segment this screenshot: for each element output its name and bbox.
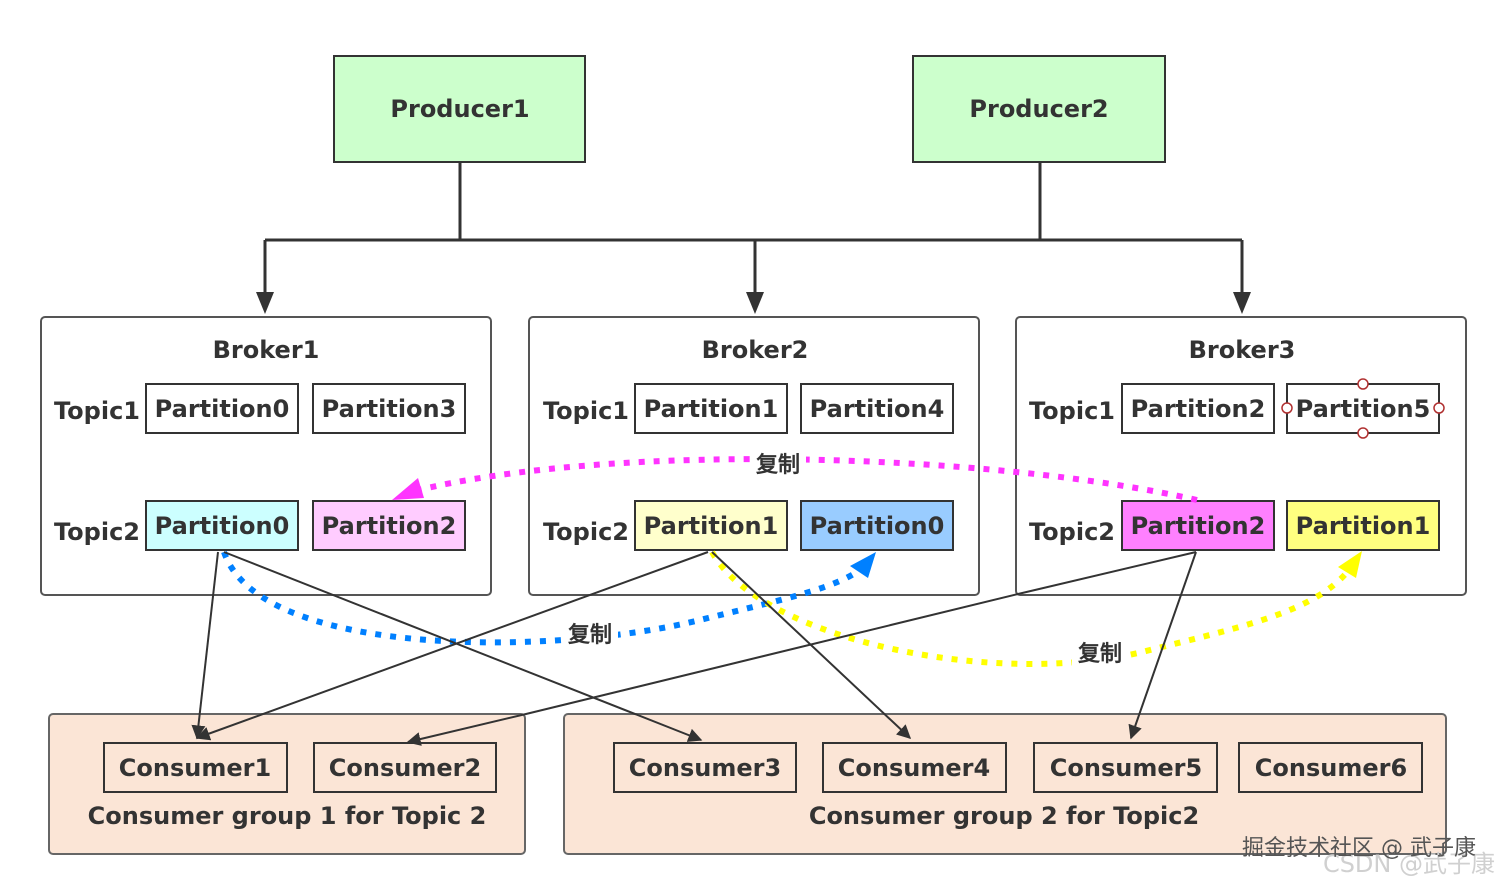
replication-arc-yellow	[709, 550, 1362, 667]
broker-1-topic2-partition2: Partition2	[322, 512, 457, 540]
broker-2-topic1-label: Topic1	[543, 397, 629, 425]
consumer-connections	[191, 551, 1197, 746]
consumer-3-label: Consumer3	[629, 754, 781, 782]
broker-2-label: Broker2	[702, 336, 809, 364]
replication-label-1: 复制	[755, 452, 800, 478]
broker-3: Broker3 Topic1 Topic2 Partition2 Partiti…	[1015, 316, 1467, 596]
consumer-group-2-label: Consumer group 2 for Topic2	[809, 802, 1199, 830]
replication-arc-blue	[221, 551, 876, 646]
broker-3-topic1-label: Topic1	[1029, 397, 1115, 425]
broker-1-topic1-label: Topic1	[54, 397, 140, 425]
replication-labels: 复制 复制 复制	[562, 448, 1128, 667]
broker-2-topic2-partition1: Partition1	[644, 512, 779, 540]
broker-1: Broker1 Topic1 Topic2 Partition0 Partiti…	[40, 316, 492, 596]
broker-2-topic2-partition0: Partition0	[810, 512, 945, 540]
broker-1-topic2-label: Topic2	[54, 518, 140, 546]
broker-3-topic2-partition1: Partition1	[1296, 512, 1431, 540]
consumer-1-label: Consumer1	[119, 754, 271, 782]
replication-label-3: 复制	[1077, 641, 1122, 667]
broker-1-topic1-partition0: Partition0	[155, 395, 290, 423]
consumer-group-1: Consumer1 Consumer2 Consumer group 1 for…	[48, 713, 526, 855]
consumer-group-2: Consumer3 Consumer4 Consumer5 Consumer6 …	[563, 713, 1447, 855]
consumer-2-label: Consumer2	[329, 754, 481, 782]
producer-1-label: Producer1	[390, 95, 529, 123]
producer-arrowheads	[256, 292, 1251, 314]
watermark-main: 掘金技术社区 @ 武子康	[1242, 836, 1476, 861]
replication-label-2: 复制	[567, 622, 612, 648]
broker-1-label: Broker1	[213, 336, 320, 364]
broker-3-topic1-partition5: Partition5	[1296, 395, 1431, 423]
consumer-group-1-label: Consumer group 1 for Topic 2	[88, 802, 487, 830]
producer-2: Producer2	[912, 55, 1166, 163]
consumer-5-label: Consumer5	[1050, 754, 1202, 782]
broker-2-topic2-label: Topic2	[543, 518, 629, 546]
broker-3-topic2-partition2: Partition2	[1131, 512, 1266, 540]
consumer-4-label: Consumer4	[838, 754, 990, 782]
watermark-sub: CSDN @武子康	[1323, 850, 1495, 878]
consumer-6-label: Consumer6	[1255, 754, 1407, 782]
producer-2-label: Producer2	[969, 95, 1108, 123]
broker-3-label: Broker3	[1189, 336, 1296, 364]
broker-3-topic1-partition2: Partition2	[1131, 395, 1266, 423]
watermark: CSDN @武子康 掘金技术社区 @ 武子康	[1242, 836, 1495, 878]
replication-arc-magenta	[392, 456, 1198, 503]
producer-1: Producer1	[333, 55, 586, 163]
producer-connectors	[263, 162, 1244, 298]
broker-2-topic1-partition1: Partition1	[644, 395, 779, 423]
broker-2-topic1-partition4: Partition4	[810, 395, 945, 423]
broker-3-topic2-label: Topic2	[1029, 518, 1115, 546]
broker-1-topic2-partition0: Partition0	[155, 512, 290, 540]
broker-1-topic1-partition3: Partition3	[322, 395, 457, 423]
selection-handles	[1281, 378, 1445, 439]
